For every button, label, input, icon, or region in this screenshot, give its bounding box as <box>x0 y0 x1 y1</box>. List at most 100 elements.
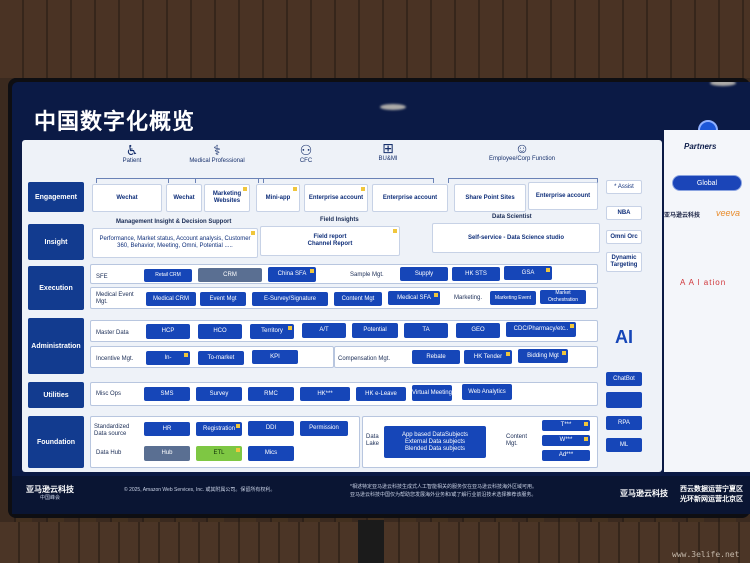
label-incentive: Incentive Mgt. <box>96 356 134 362</box>
block-retail-crm[interactable]: Retail CRM <box>144 269 192 282</box>
block-medical-crm[interactable]: Medical CRM <box>146 292 196 306</box>
block-hub[interactable]: Hub <box>144 446 190 461</box>
block-registration[interactable]: Registration <box>196 422 242 436</box>
block-hr[interactable]: HR <box>144 422 190 436</box>
block-event-mgt[interactable]: Event Mgt <box>200 292 246 306</box>
block-management-insight[interactable]: Performance, Market status, Account anal… <box>92 228 258 258</box>
block-to-market[interactable]: To-market <box>198 351 244 365</box>
block-enterprise-account-bu[interactable]: Enterprise account <box>372 184 448 212</box>
block-virtual-meeting[interactable]: Virtual Meeting <box>412 385 452 401</box>
chip-icon: ⊞ <box>382 140 394 156</box>
status-dot <box>434 293 438 297</box>
block-permission[interactable]: Permission <box>300 421 348 436</box>
block-chatbot[interactable]: ChatBot <box>606 372 642 386</box>
bracket-employee <box>448 178 598 183</box>
block-china-sfa[interactable]: China SFA <box>268 267 316 282</box>
block-hk[interactable]: HK*** <box>300 387 350 401</box>
block-rebate[interactable]: Rebate <box>412 350 460 364</box>
bracket-medical <box>168 178 264 183</box>
persona-bu-mi: ⊞ BU&MI <box>368 140 408 162</box>
block-enterprise-account-cfc[interactable]: Enterprise account <box>304 184 368 212</box>
block-data-science[interactable]: Self-service - Data Science studio <box>432 223 600 253</box>
block-hk-tender[interactable]: HK Tender <box>464 350 512 364</box>
block-market-orchestration[interactable]: Market Orchestration <box>540 290 586 304</box>
block-etl[interactable]: ETL <box>196 446 242 461</box>
block-hk-leave[interactable]: HK e-Leave <box>356 387 406 401</box>
block-bidding[interactable]: Bidding Mgt <box>518 349 568 363</box>
status-dot <box>562 351 566 355</box>
block-hk-sts[interactable]: HK STS <box>452 267 500 281</box>
block-mics[interactable]: Mics <box>248 446 294 461</box>
status-dot <box>361 187 365 191</box>
block-ddi[interactable]: DDI <box>248 421 294 436</box>
footer-brand: 亚马逊云科技 <box>26 485 74 494</box>
block-sms[interactable]: SMS <box>144 387 190 401</box>
footer-note-1: *相述特定亚马逊云科技生成式人工智能相关的服务仅在亚马逊云科技海外区域可用。 <box>350 484 537 490</box>
ai-label: AI <box>606 310 642 364</box>
global-pill[interactable]: Global <box>672 175 742 191</box>
block-omni-orc[interactable]: Omni Orc <box>606 230 642 244</box>
block-rpa[interactable]: RPA <box>606 416 642 430</box>
block-survey[interactable]: Survey <box>196 387 242 401</box>
block-t[interactable]: T*** <box>542 420 590 431</box>
insight-ds-title: Data Scientist <box>492 214 532 220</box>
block-territory[interactable]: Territory <box>250 324 294 339</box>
block-ai-blank[interactable] <box>606 392 642 408</box>
label-marketing: Marketing. <box>454 295 483 301</box>
footer-region-2: 光环新网运营北京区 <box>680 496 743 503</box>
block-crm[interactable]: CRM <box>198 268 262 282</box>
label-compensation: Compensation Mgt. <box>338 356 391 362</box>
block-w[interactable]: W*** <box>542 435 590 446</box>
block-geo[interactable]: GEO <box>456 323 500 338</box>
status-dot <box>184 353 188 357</box>
block-wechat-medical[interactable]: Wechat <box>166 184 202 212</box>
block-medical-sfa[interactable]: Medical SFA <box>388 291 440 305</box>
block-rmc[interactable]: RMC <box>248 387 294 401</box>
doctor-icon: ⚕ <box>213 142 221 158</box>
block-nba[interactable]: NBA <box>606 206 642 220</box>
block-content-mgt[interactable]: Content Mgt <box>334 292 382 306</box>
block-dynamic-targeting[interactable]: Dynamic Targeting <box>606 252 642 272</box>
block-ml[interactable]: ML <box>606 438 642 452</box>
block-wechat-patient[interactable]: Wechat <box>92 184 162 212</box>
block-potential[interactable]: Potential <box>352 323 398 338</box>
status-dot <box>584 422 588 426</box>
status-dot <box>506 352 510 356</box>
persona-employee: ☺ Employee/Corp Function <box>482 140 562 162</box>
block-ta[interactable]: TA <box>404 323 448 338</box>
block-assist[interactable]: * Assist <box>606 180 642 194</box>
status-dot <box>310 269 314 273</box>
block-cdc-pharmacy[interactable]: CDC/Pharmacy/etc.. <box>506 322 576 337</box>
slide-footer <box>12 476 750 514</box>
block-hco[interactable]: HCO <box>198 324 242 339</box>
block-marketing-event[interactable]: Marketing Event <box>490 291 536 305</box>
block-esurvey[interactable]: E-Survey/Signature <box>252 292 328 306</box>
block-hcp[interactable]: HCP <box>146 324 190 339</box>
status-dot <box>236 424 240 428</box>
row-label-engagement: Engagement <box>28 182 84 212</box>
block-mini-app[interactable]: Mini-app <box>256 184 300 212</box>
label-content-mgt: Content Mgt. <box>506 434 528 447</box>
block-enterprise-account-employee[interactable]: Enterprise account <box>528 182 598 210</box>
patient-icon: ♿ <box>125 142 139 158</box>
block-ad[interactable]: Ad*** <box>542 450 590 461</box>
block-supply[interactable]: Supply <box>400 267 448 281</box>
label-master-data: Master Data <box>96 330 129 336</box>
block-gsa[interactable]: GSA <box>504 266 552 280</box>
label-data-hub: Data Hub <box>96 450 122 456</box>
block-at[interactable]: A/T <box>302 323 346 338</box>
block-data-lake[interactable]: App based DataSubjects External Data sub… <box>384 426 486 458</box>
bracket-patient <box>96 178 196 183</box>
row-label-utilities: Utilities <box>28 382 84 408</box>
block-web-analytics[interactable]: Web Analytics <box>462 384 512 400</box>
block-share-point[interactable]: Share Point Sites <box>454 184 526 212</box>
footer-right-brand: 亚马逊云科技 <box>620 489 668 498</box>
bracket-cfc <box>258 178 434 183</box>
block-kpi[interactable]: KPI <box>252 350 298 364</box>
block-in[interactable]: In- <box>146 351 190 365</box>
label-sfe: SFE <box>96 274 108 280</box>
block-marketing-websites[interactable]: Marketing Websites <box>204 184 250 212</box>
status-dot <box>584 437 588 441</box>
persona-cfc: ⚇ CFC <box>288 142 324 164</box>
